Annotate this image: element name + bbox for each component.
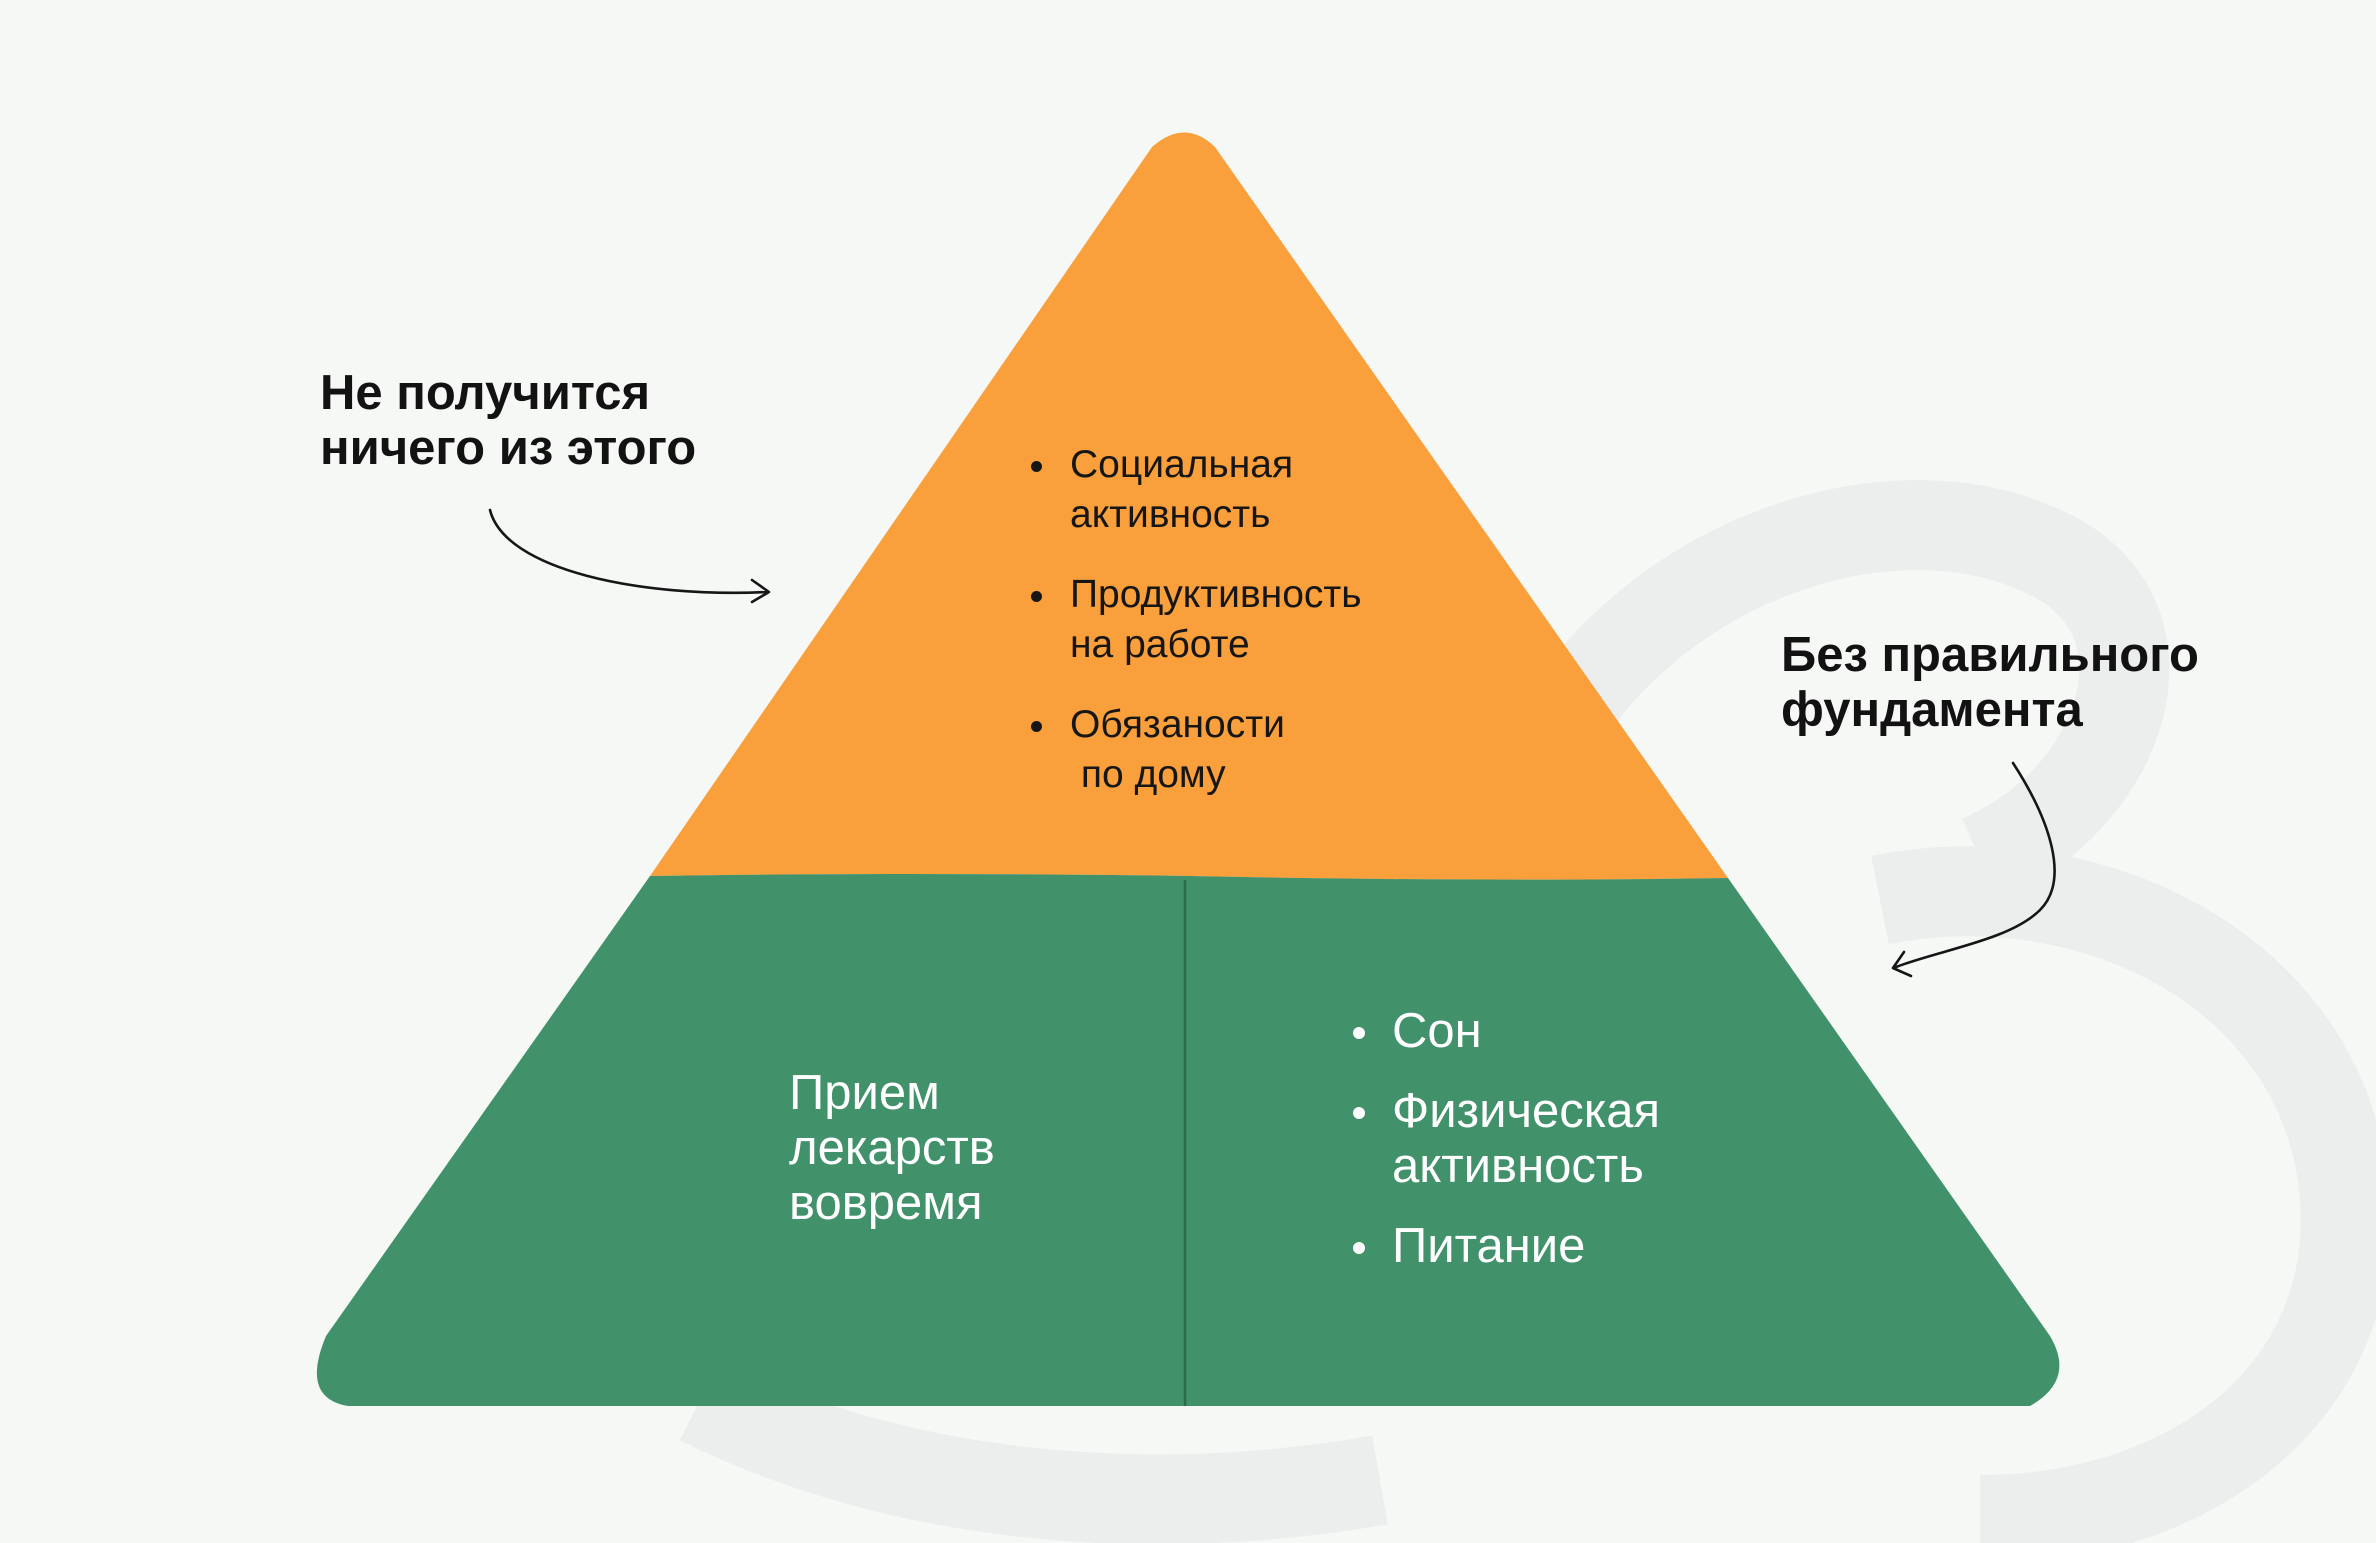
- background-swirl-ring: [1871, 846, 2376, 1543]
- list-item: Обязаности по дому: [1028, 700, 1362, 800]
- annotation-right-line-1: Без правильного: [1781, 628, 2199, 682]
- base-left-text: Прием лекарств вовремя: [789, 1066, 995, 1231]
- list-item: Сон: [1350, 1004, 1660, 1059]
- annotation-left: Не получится ничего из этого: [320, 366, 696, 476]
- list-item-line: по дому: [1070, 753, 1226, 796]
- base-left-line: лекарств: [789, 1121, 995, 1175]
- list-item-line: активность: [1392, 1139, 1644, 1193]
- base-left-line: вовремя: [789, 1176, 983, 1230]
- list-item-line: активность: [1070, 493, 1271, 536]
- pyramid-base-tier: [316, 874, 2060, 1406]
- annotation-left-line-2: ничего из этого: [320, 421, 697, 475]
- base-right-list: Сон Физическая активность Питание: [1350, 1004, 1660, 1299]
- list-item-line: Обязаности: [1070, 703, 1285, 746]
- top-tier-list: Социальная активность Продуктивность на …: [1028, 440, 1362, 830]
- background-decoration: [679, 480, 2376, 1543]
- list-item-line: Социальная: [1070, 443, 1294, 486]
- annotation-right: Без правильного фундамента: [1781, 628, 2199, 738]
- curved-arrow-right-icon: [488, 508, 771, 604]
- background-swirl-arc: [1499, 480, 2170, 902]
- list-item: Продуктивность на работе: [1028, 570, 1362, 670]
- list-item-line: Продуктивность: [1070, 573, 1362, 616]
- background-swirl-low: [679, 1359, 1388, 1543]
- curved-arrow-down-left-icon: [1891, 761, 2056, 978]
- list-item-line: Питание: [1392, 1219, 1586, 1273]
- pyramid-top-tier: [650, 132, 1728, 880]
- list-item: Питание: [1350, 1219, 1660, 1274]
- annotation-right-line-2: фундамента: [1781, 683, 2083, 737]
- base-left-line: Прием: [789, 1066, 940, 1120]
- list-item-line: Физическая: [1392, 1084, 1661, 1138]
- list-item: Социальная активность: [1028, 440, 1362, 540]
- list-item-line: на работе: [1070, 623, 1250, 666]
- annotation-left-line-1: Не получится: [320, 366, 651, 420]
- list-item: Физическая активность: [1350, 1084, 1660, 1194]
- list-item-line: Сон: [1392, 1004, 1482, 1058]
